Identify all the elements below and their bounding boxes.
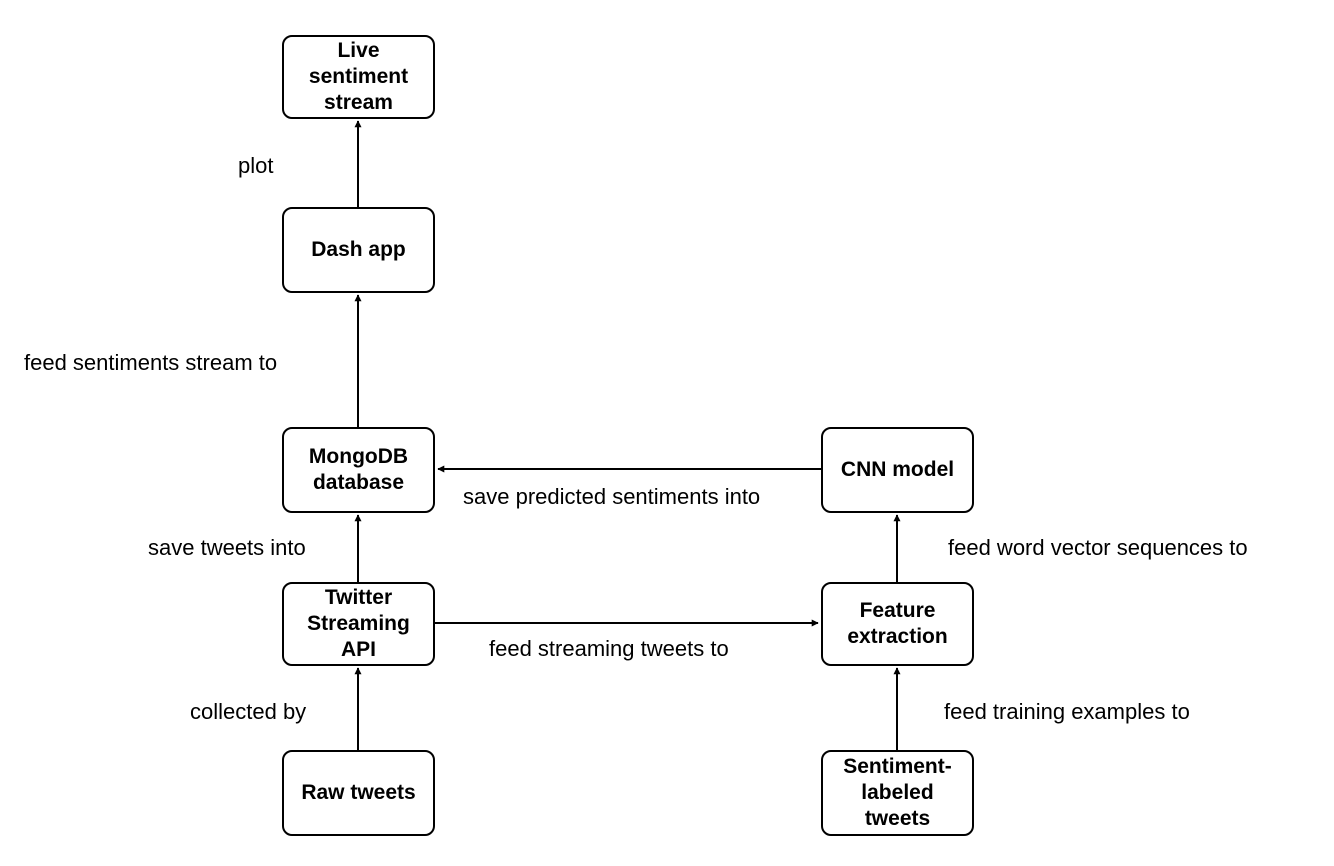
mongodb-database-node: MongoDB database [282, 427, 435, 513]
sentiment-labeled-tweets-node: Sentiment- labeled tweets [821, 750, 974, 836]
edge-label-save-tweets: save tweets into [148, 535, 306, 560]
edge-label-feed-training-examples: feed training examples to [944, 699, 1190, 724]
twitter-streaming-api-node: Twitter Streaming API [282, 582, 435, 666]
feature-extraction-node: Feature extraction [821, 582, 974, 666]
edge-label-feed-sentiments-stream: feed sentiments stream to [24, 350, 278, 375]
edge-label-collected-by: collected by [190, 699, 307, 724]
live-sentiment-stream-node: Live sentiment stream [282, 35, 435, 119]
edge-label-feed-streaming-tweets: feed streaming tweets to [489, 636, 729, 661]
raw-tweets-node: Raw tweets [282, 750, 435, 836]
cnn-model-node: CNN model [821, 427, 974, 513]
dash-app-node: Dash app [282, 207, 435, 293]
edge-label-save-predicted-sentiments: save predicted sentiments into [463, 484, 761, 509]
edge-label-plot: plot [238, 153, 274, 178]
edge-label-feed-word-vectors: feed word vector sequences to [948, 535, 1248, 560]
